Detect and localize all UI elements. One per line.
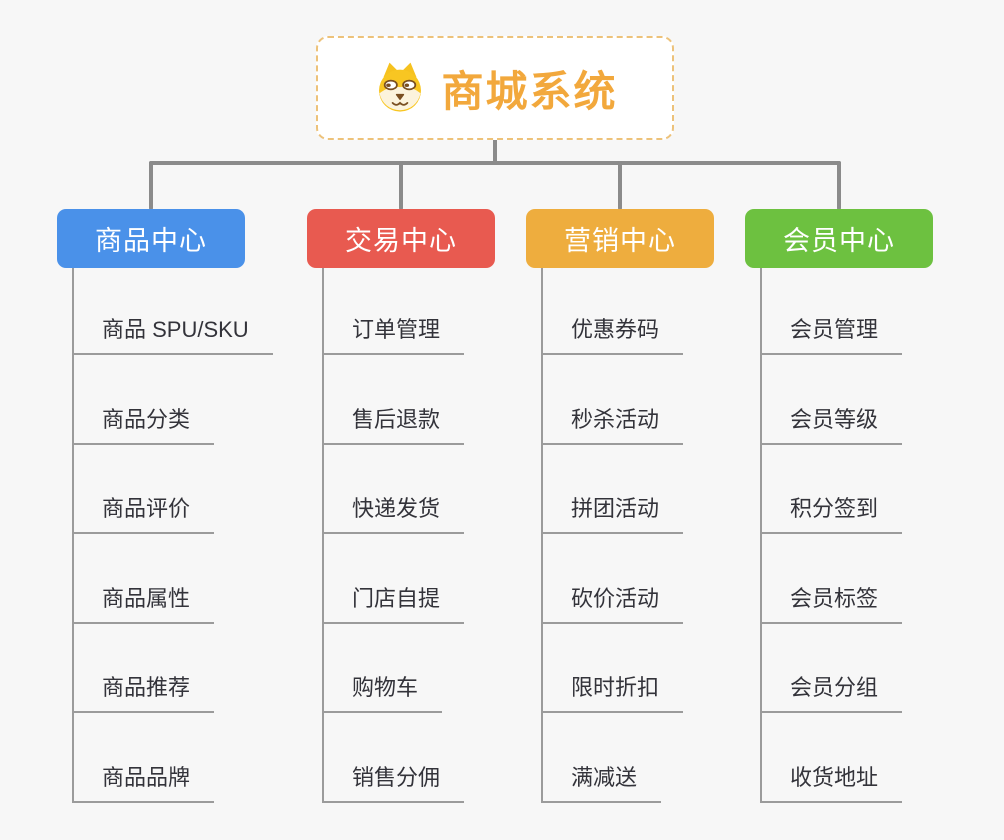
branch-drop-line [149, 161, 153, 210]
branch-header[interactable]: 交易中心 [307, 209, 495, 268]
mindmap-node[interactable]: 会员分组 [760, 673, 903, 713]
mindmap-node[interactable]: 收货地址 [760, 763, 903, 803]
branch-header[interactable]: 营销中心 [526, 209, 714, 268]
branch-trunk-line [72, 268, 74, 803]
mindmap-node[interactable]: 订单管理 [322, 315, 465, 355]
mindmap-node[interactable]: 限时折扣 [541, 673, 684, 713]
branch-trunk-line [322, 268, 324, 803]
branch-trunk-line [760, 268, 762, 803]
root-title: 商城系统 [441, 67, 618, 115]
mindmap-node[interactable]: 商品分类 [72, 405, 215, 445]
branch-header[interactable]: 商品中心 [57, 209, 245, 268]
mindmap-node[interactable]: 商品品牌 [72, 763, 215, 803]
root-connector-line [493, 139, 497, 165]
mindmap-node[interactable]: 商品属性 [72, 584, 215, 624]
mindmap-node[interactable]: 商品 SPU/SKU [72, 315, 273, 355]
mindmap-node[interactable]: 购物车 [322, 673, 443, 713]
branch-drop-line [399, 161, 403, 210]
mindmap-node[interactable]: 门店自提 [322, 584, 465, 624]
mindmap-node[interactable]: 秒杀活动 [541, 405, 684, 445]
mindmap-node[interactable]: 满减送 [541, 763, 662, 803]
branch-trunk-line [541, 268, 543, 803]
branch-drop-line [618, 161, 622, 210]
mindmap-node[interactable]: 拼团活动 [541, 494, 684, 534]
mindmap-node[interactable]: 售后退款 [322, 405, 465, 445]
mindmap-node[interactable]: 会员管理 [760, 315, 903, 355]
branch-header[interactable]: 会员中心 [745, 209, 933, 268]
branch-product-center: 商品中心 商品 SPU/SKU 商品分类 商品评价 商品属性 商品推荐 商品品牌 [57, 209, 307, 840]
mindmap-node[interactable]: 快递发货 [322, 494, 465, 534]
branch-marketing-center: 营销中心 优惠券码 秒杀活动 拼团活动 砍价活动 限时折扣 满减送 [526, 209, 776, 840]
branch-drop-line [837, 161, 841, 210]
mindmap-node[interactable]: 积分签到 [760, 494, 903, 534]
branch-bus-line [149, 161, 841, 165]
mindmap-node[interactable]: 优惠券码 [541, 315, 684, 355]
mindmap-node[interactable]: 会员等级 [760, 405, 903, 445]
branch-trade-center: 交易中心 订单管理 售后退款 快递发货 门店自提 购物车 销售分佣 [307, 209, 557, 840]
root-node[interactable]: 商城系统 [316, 36, 674, 140]
dog-face-icon [379, 62, 422, 112]
mindmap-node[interactable]: 销售分佣 [322, 763, 465, 803]
mindmap-node[interactable]: 砍价活动 [541, 584, 684, 624]
branch-member-center: 会员中心 会员管理 会员等级 积分签到 会员标签 会员分组 收货地址 [745, 209, 995, 840]
mindmap-node[interactable]: 商品推荐 [72, 673, 215, 713]
mindmap-node[interactable]: 商品评价 [72, 494, 215, 534]
mindmap-node[interactable]: 会员标签 [760, 584, 903, 624]
